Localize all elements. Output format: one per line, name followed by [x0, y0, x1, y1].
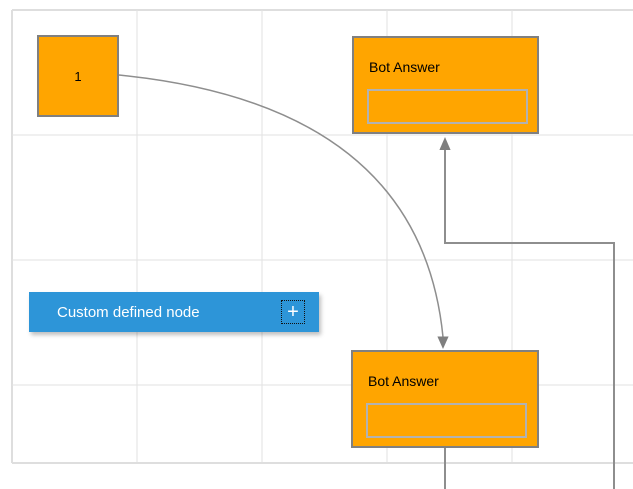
- node-square-label: 1: [74, 68, 82, 84]
- connector-curve-path[interactable]: [118, 74, 444, 338]
- add-port-button[interactable]: +: [281, 300, 305, 324]
- custom-defined-node[interactable]: Custom defined node +: [29, 292, 319, 332]
- node-square[interactable]: 1: [37, 35, 119, 117]
- node-bot-answer-top[interactable]: Bot Answer: [352, 36, 539, 134]
- bot-answer-top-label: Bot Answer: [369, 59, 440, 75]
- connector-curve[interactable]: [118, 74, 449, 349]
- plus-icon: +: [287, 301, 299, 323]
- node-bot-answer-bottom[interactable]: Bot Answer: [351, 350, 539, 448]
- bot-answer-bottom-label: Bot Answer: [368, 373, 439, 389]
- connector-orthogonal[interactable]: [439, 137, 615, 489]
- bot-answer-top-input[interactable]: [367, 89, 528, 124]
- arrowhead-up-icon: [439, 137, 451, 150]
- arrowhead-down-icon: [437, 336, 449, 349]
- custom-defined-node-label: Custom defined node: [57, 303, 200, 321]
- connector-orthogonal-path[interactable]: [444, 150, 615, 489]
- bot-answer-bottom-input[interactable]: [366, 403, 527, 438]
